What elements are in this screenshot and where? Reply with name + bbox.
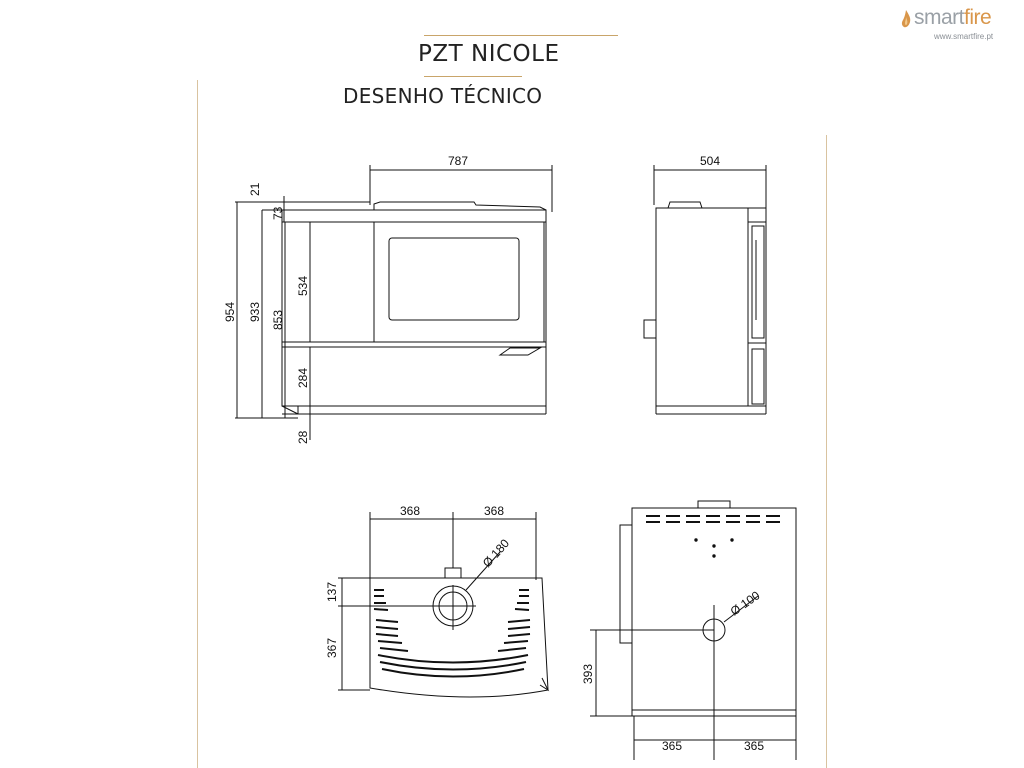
title-bottom-rule (424, 76, 522, 77)
brand-name: smartfire (914, 6, 992, 29)
dim-73: 73 (271, 206, 285, 220)
flame-icon (901, 10, 911, 28)
dim-368-left: 368 (400, 504, 420, 518)
dim-365-right: 365 (744, 739, 764, 753)
dim-137: 137 (325, 582, 339, 602)
page-subtitle: DESENHO TÉCNICO (343, 84, 543, 108)
dim-393: 393 (581, 664, 595, 684)
title-top-rule (424, 35, 618, 36)
dim-504: 504 (700, 154, 720, 168)
dim-954: 954 (223, 302, 237, 322)
page-title: PZT NICOLE (418, 41, 560, 67)
rear-view (369, 530, 550, 698)
brand-url: www.smartfire.pt (934, 32, 994, 41)
smartfire-logo: smartfire www.smartfire.pt (900, 6, 1012, 44)
left-frame-line (197, 80, 198, 768)
dim-284: 284 (296, 368, 310, 388)
dim-853: 853 (271, 310, 285, 330)
side-outlet-view (619, 500, 797, 717)
dim-28: 28 (296, 430, 310, 444)
dim-flue-180: Ø 180 (480, 536, 512, 570)
front-view (281, 201, 547, 415)
dim-367: 367 (325, 638, 339, 658)
dim-933: 933 (248, 302, 262, 322)
dim-365-left: 365 (662, 739, 682, 753)
side-view (643, 201, 767, 415)
dim-368-right: 368 (484, 504, 504, 518)
dim-21: 21 (248, 182, 262, 196)
right-frame-line (826, 135, 827, 768)
dim-outlet-100: Ø 100 (728, 588, 763, 618)
dim-534: 534 (296, 276, 310, 296)
dim-787: 787 (448, 154, 468, 168)
